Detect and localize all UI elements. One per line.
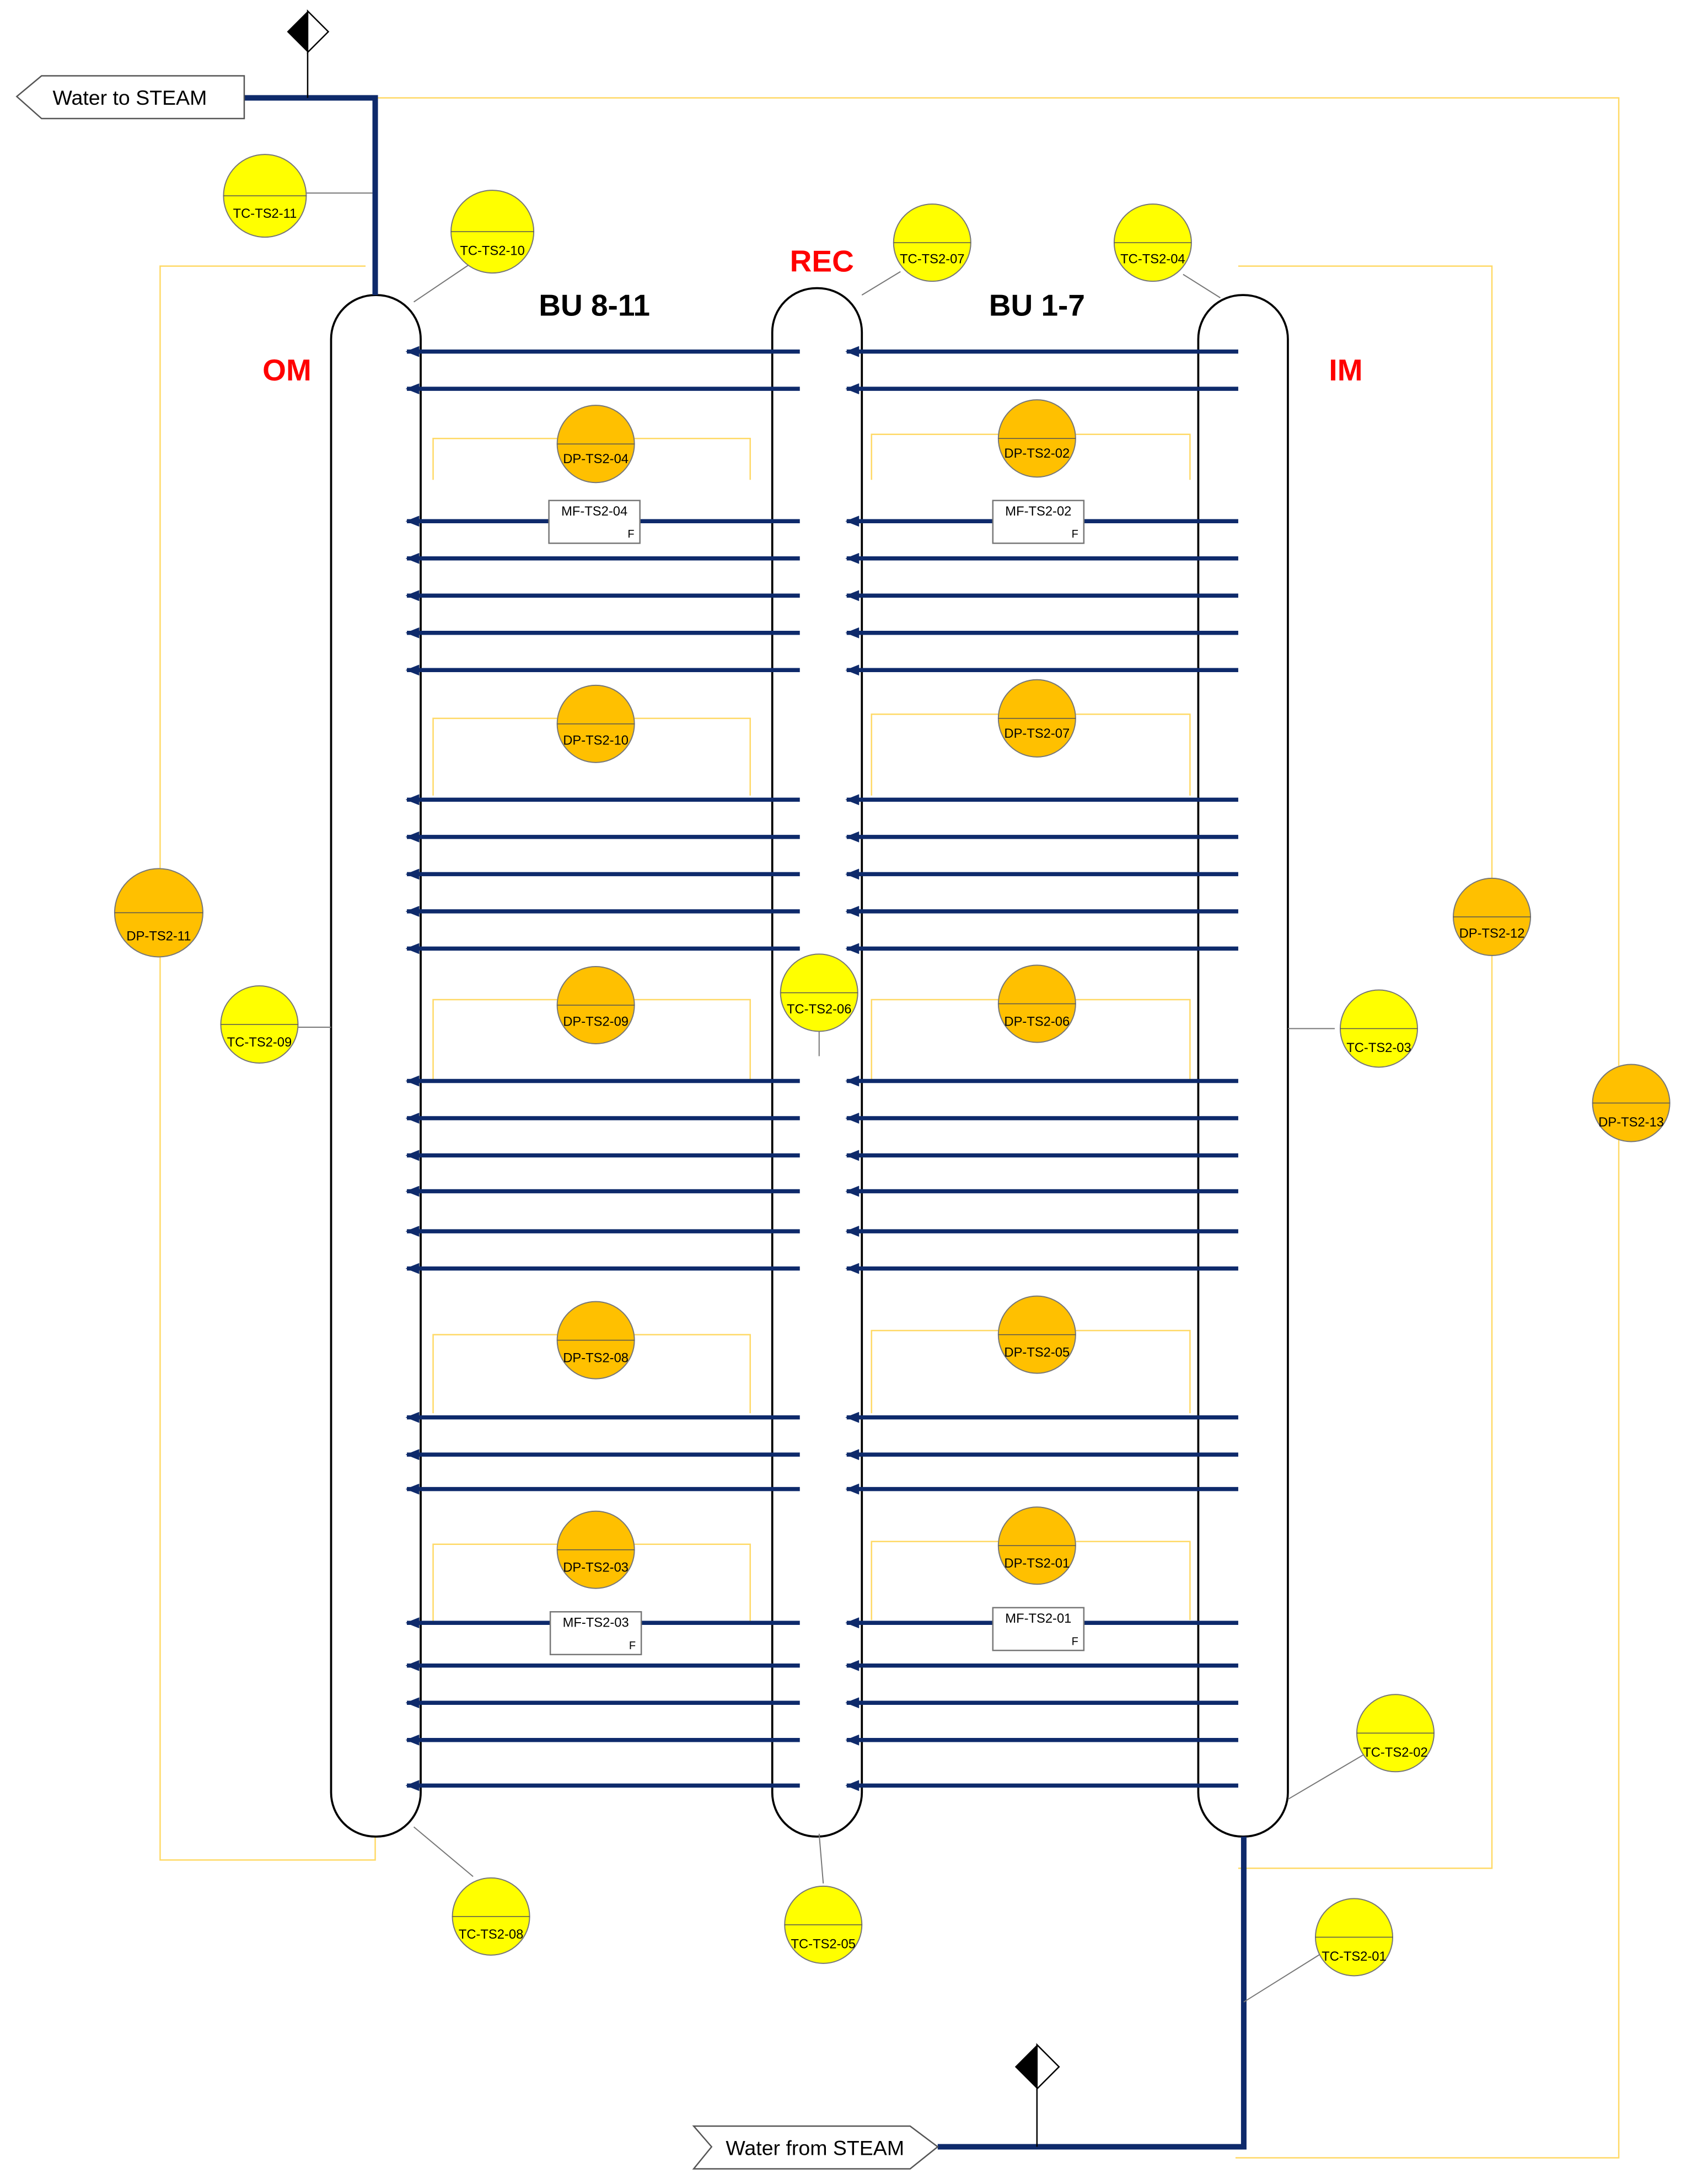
- flow-meter-tag: MF-TS2-01: [1005, 1611, 1071, 1626]
- header-cylinders: [330, 287, 1289, 1838]
- pressure-sensor-dp-ts2-01[interactable]: DP-TS2-01: [997, 1506, 1076, 1585]
- sensor-tag: DP-TS2-12: [1459, 926, 1525, 941]
- sensor-tag: DP-TS2-09: [563, 1014, 629, 1029]
- sensor-tag: TC-TS2-07: [900, 252, 964, 267]
- flow-meter-mf-ts2-03[interactable]: MF-TS2-03 F: [549, 1611, 642, 1656]
- pipe-taps: [307, 52, 1038, 2147]
- sensor-tag: TC-TS2-10: [460, 244, 524, 259]
- sensor-tag: TC-TS2-06: [787, 1002, 851, 1017]
- pressure-sensor-dp-ts2-08[interactable]: DP-TS2-08: [556, 1301, 635, 1380]
- flow-meters: MF-TS2-04 F MF-TS2-02 F MF-TS2-03 F MF-T…: [548, 500, 1085, 1656]
- om-header-vessel: [330, 294, 422, 1838]
- flow-meter-tag: MF-TS2-02: [1005, 504, 1071, 519]
- sensor-tag: TC-TS2-03: [1346, 1040, 1411, 1055]
- inlet-pipe: [937, 1836, 1247, 2150]
- pressure-sensor-dp-ts2-11[interactable]: DP-TS2-11: [114, 868, 203, 958]
- sensor-tag: TC-TS2-01: [1322, 1949, 1386, 1964]
- im-header-vessel: [1197, 294, 1289, 1838]
- water-from-steam-label: Water from STEAM: [726, 2136, 904, 2159]
- temperature-sensor-tc-ts2-03[interactable]: TC-TS2-03: [1339, 989, 1419, 1068]
- sensor-tag: DP-TS2-13: [1598, 1115, 1664, 1130]
- rec-header-vessel: [771, 287, 863, 1838]
- pressure-sensor-dp-ts2-13[interactable]: DP-TS2-13: [1592, 1064, 1671, 1142]
- sensor-tag: DP-TS2-02: [1004, 446, 1070, 461]
- pressure-sensor-dp-ts2-10[interactable]: DP-TS2-10: [556, 684, 635, 763]
- temperature-sensor-tc-ts2-02[interactable]: TC-TS2-02: [1356, 1694, 1435, 1773]
- sensor-tag: DP-TS2-05: [1004, 1345, 1070, 1360]
- temperature-sensor-tc-ts2-08[interactable]: TC-TS2-08: [452, 1877, 530, 1956]
- flow-meter-tag: MF-TS2-04: [561, 504, 627, 519]
- water-to-steam-connector[interactable]: Water to STEAM: [15, 75, 245, 120]
- pressure-sensor-dp-ts2-04[interactable]: DP-TS2-04: [556, 405, 635, 484]
- sensor-tag: DP-TS2-01: [1004, 1556, 1070, 1571]
- temperature-sensor-tc-ts2-04[interactable]: TC-TS2-04: [1113, 203, 1192, 282]
- om-label: OM: [262, 353, 312, 387]
- flow-meter-mf-ts2-04[interactable]: MF-TS2-04 F: [548, 500, 641, 544]
- sensor-tag: DP-TS2-07: [1004, 726, 1070, 741]
- sensor-tag: TC-TS2-04: [1120, 252, 1185, 267]
- im-label: IM: [1329, 353, 1362, 387]
- branch-pipes: [405, 346, 1238, 1791]
- flow-meter-flag: F: [629, 1640, 636, 1652]
- sensor-leader-lines: [293, 192, 1366, 2003]
- pressure-sensor-dp-ts2-03[interactable]: DP-TS2-03: [556, 1510, 635, 1589]
- sensor-tag: DP-TS2-04: [563, 452, 629, 466]
- flow-meter-flag: F: [1072, 1635, 1078, 1648]
- bu-1-7-label: BU 1-7: [989, 288, 1085, 323]
- water-from-steam-connector[interactable]: Water from STEAM: [692, 2125, 939, 2170]
- temperature-sensors: TC-TS2-11 TC-TS2-10 TC-TS2-07 TC-TS2-04 …: [220, 154, 1435, 1977]
- flow-meter-mf-ts2-02[interactable]: MF-TS2-02 F: [992, 500, 1085, 544]
- flow-meter-mf-ts2-01[interactable]: MF-TS2-01 F: [992, 1607, 1085, 1651]
- sensor-tag: TC-TS2-09: [227, 1035, 292, 1050]
- sensor-tag: DP-TS2-10: [563, 733, 629, 748]
- pressure-sensor-dp-ts2-07[interactable]: DP-TS2-07: [997, 679, 1076, 758]
- pressure-sensors: DP-TS2-04 DP-TS2-02 DP-TS2-10 DP-TS2-07 …: [114, 399, 1671, 1589]
- top-valve-icon[interactable]: [287, 9, 330, 55]
- water-to-steam-label: Water to STEAM: [52, 86, 207, 109]
- rec-label: REC: [790, 244, 854, 278]
- flow-meter-tag: MF-TS2-03: [563, 1616, 629, 1630]
- temperature-sensor-tc-ts2-01[interactable]: TC-TS2-01: [1314, 1898, 1394, 1977]
- temperature-sensor-tc-ts2-05[interactable]: TC-TS2-05: [784, 1885, 863, 1964]
- sensor-tag: TC-TS2-08: [459, 1927, 523, 1942]
- temperature-sensor-tc-ts2-10[interactable]: TC-TS2-10: [450, 190, 535, 274]
- sensor-tag: TC-TS2-11: [233, 206, 297, 221]
- pressure-sensor-dp-ts2-12[interactable]: DP-TS2-12: [1453, 877, 1532, 956]
- flow-meter-flag: F: [627, 528, 634, 540]
- diagram-labels: OM REC IM BU 8-11 BU 1-7: [262, 244, 1362, 388]
- sensor-tag: DP-TS2-06: [1004, 1014, 1070, 1029]
- bottom-valve-icon[interactable]: [1014, 2043, 1060, 2091]
- temperature-sensor-tc-ts2-07[interactable]: TC-TS2-07: [893, 203, 971, 282]
- flow-meter-flag: F: [1072, 528, 1078, 540]
- sensor-tag: DP-TS2-08: [563, 1351, 629, 1366]
- temperature-sensor-tc-ts2-11[interactable]: TC-TS2-11: [223, 154, 307, 238]
- bu-8-11-label: BU 8-11: [539, 288, 650, 323]
- pressure-sensor-dp-ts2-05[interactable]: DP-TS2-05: [997, 1295, 1076, 1374]
- sensor-tag: TC-TS2-05: [791, 1936, 856, 1951]
- temperature-sensor-tc-ts2-09[interactable]: TC-TS2-09: [220, 985, 299, 1064]
- temperature-sensor-tc-ts2-06[interactable]: TC-TS2-06: [780, 953, 858, 1032]
- pressure-sensor-dp-ts2-09[interactable]: DP-TS2-09: [556, 965, 635, 1044]
- sensor-tag: TC-TS2-02: [1363, 1745, 1427, 1760]
- pressure-sensor-dp-ts2-06[interactable]: DP-TS2-06: [997, 964, 1076, 1043]
- sensor-tag: DP-TS2-11: [126, 929, 191, 943]
- outlet-pipe: [244, 95, 378, 296]
- pressure-sensor-dp-ts2-02[interactable]: DP-TS2-02: [997, 399, 1076, 478]
- sensor-tag: DP-TS2-03: [563, 1560, 629, 1575]
- main-pipes: [244, 95, 1247, 2150]
